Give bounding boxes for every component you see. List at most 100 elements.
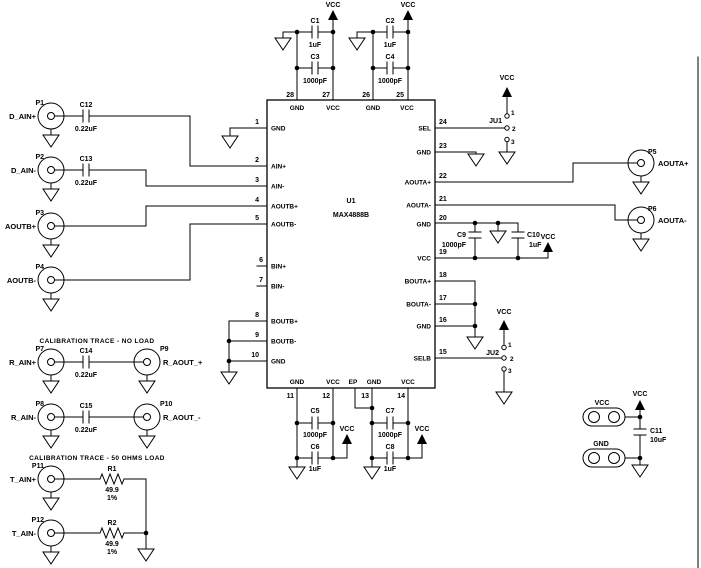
pin-num-6: 6 [259,257,263,264]
capacitor-symbol-c7 [386,416,394,430]
ground-symbol [495,391,513,405]
section-power-testpoints: VCC VCC C11 10uF GND [582,391,667,478]
bnc-connector-p6 [627,206,655,252]
vcc-arrow-icon [543,242,553,252]
pin-name-19: VCC [417,256,431,263]
pin-name-12: VCC [326,379,340,386]
vcc-arrow-icon [403,10,413,20]
c7-value: 1000pF [378,432,403,439]
pin-num-21: 21 [439,196,447,203]
pin-num-5: 5 [255,215,259,222]
pin-name-15: SELB [414,356,432,363]
r2-value: 49.9 [105,541,119,548]
capacitor-symbol-c8 [386,451,394,465]
p4-ref: P4 [35,264,44,271]
pin-num-9: 9 [255,332,259,339]
ju2-pin3-label: 3 [508,368,512,375]
p3-ref: P3 [35,210,44,217]
pin-name-27: VCC [326,105,340,112]
c6-ref: C6 [311,444,320,451]
ic-part-number: MAX4888B [333,212,369,219]
p5-net-label: AOUTA+ [658,159,689,168]
pin-name-9: BOUTB- [271,339,296,346]
p6-ref: P6 [648,206,657,213]
p6-net-label: AOUTA- [658,216,687,225]
vcc-arrow-icon [342,434,352,444]
decoupling-c1-c3: VCC C1 1uF C3 1000pF [274,2,341,101]
capacitor-symbol-c12 [82,109,90,123]
section-cal-50-ohms: CALIBRATION TRACE - 50 OHMS LOAD P11 T_A… [10,455,165,565]
vcc-label: VCC [633,391,648,398]
jumper-pin [504,113,510,119]
c12-value: 0.22uF [75,126,98,133]
pin-num-22: 22 [439,173,447,180]
p8-ref: P8 [35,401,44,408]
pin-num-3: 3 [255,177,259,184]
r1-ref: R1 [108,466,117,473]
ju2-pin2-label: 2 [510,356,514,363]
c13-value: 0.22uF [75,180,98,187]
p11-ref: P11 [32,463,44,470]
decoupling-c2-c4: VCC C2 1uF C4 1000pF [348,2,416,101]
pin-name-4: AOUTB+ [271,204,298,211]
pin-name-18: BOUTA+ [405,279,432,286]
pin-name-14: VCC [401,379,415,386]
pin-num-10: 10 [251,352,259,359]
bnc-connector-p4 [37,266,65,312]
p11-net-label: T_AIN+ [10,475,37,484]
pin-num-24: 24 [439,119,447,126]
jumper-pin [501,344,507,351]
pin-name-28: GND [290,105,305,112]
vcc-arrow-icon [499,320,509,330]
pin-num-4: 4 [255,197,259,204]
net-p2-ain-minus: P2 D_AIN- C13 0.22uF [11,154,268,202]
vcc-label: VCC [401,2,416,9]
pin-name-23: GND [417,150,432,157]
ground-symbol [498,151,516,165]
pin-num-26: 26 [362,92,370,99]
net-bouta-gnd [434,280,484,350]
pin-name-24: SEL [418,126,431,133]
gnd-testpoint-label: GND [593,441,609,448]
pin-num-20: 20 [439,215,447,222]
ju2-pin1-label: 1 [508,342,512,349]
bnc-connector-p9 [133,348,161,394]
cal-50-title: CALIBRATION TRACE - 50 OHMS LOAD [29,455,165,462]
bnc-connector-p2 [37,156,65,202]
capacitor-symbol-c11 [633,428,647,436]
vcc-label: VCC [541,234,556,241]
net-pin23-gnd [434,151,485,167]
c10-value: 1uF [529,242,542,249]
ground-symbol [274,37,292,51]
c6-value: 1uF [309,466,322,473]
bnc-connector-p1 [37,102,65,148]
net-p5-aouta-plus: P5 AOUTA+ [434,149,689,195]
pin-name-3: AIN- [271,184,284,191]
pin-name-13: GND [367,379,382,386]
c3-value: 1000pF [303,78,328,85]
vcc-arrow-icon [635,400,645,410]
capacitor-symbol-c1 [311,25,319,39]
pin-num-23: 23 [439,143,447,150]
bnc-connector-p12 [37,519,65,565]
net-boutb-gnd [220,320,268,385]
net-sel-ju1: VCC JU1 1 2 3 [434,75,516,165]
pin-num-28: 28 [286,92,294,99]
c4-value: 1000pF [378,78,403,85]
c14-ref: C14 [80,348,93,355]
ju1-pin3-label: 3 [511,139,515,146]
net-p4-aoutb-minus: P4 AOUTB- [7,223,268,312]
c8-ref: C8 [386,444,395,451]
r1-value: 49.9 [105,487,119,494]
bnc-connector-p7 [37,348,65,394]
p9-ref: P9 [160,346,169,353]
ground-symbol [288,466,306,480]
vcc-arrow-icon [502,87,512,97]
resistor-symbol-r2 [99,527,125,539]
net-p3-aoutb-plus: P3 AOUTB+ [5,205,268,258]
pin-name-2: AIN+ [271,164,286,171]
net-pin1-gnd [221,127,268,149]
pin-name-7: BIN- [271,284,284,291]
vcc-label: VCC [326,2,341,9]
